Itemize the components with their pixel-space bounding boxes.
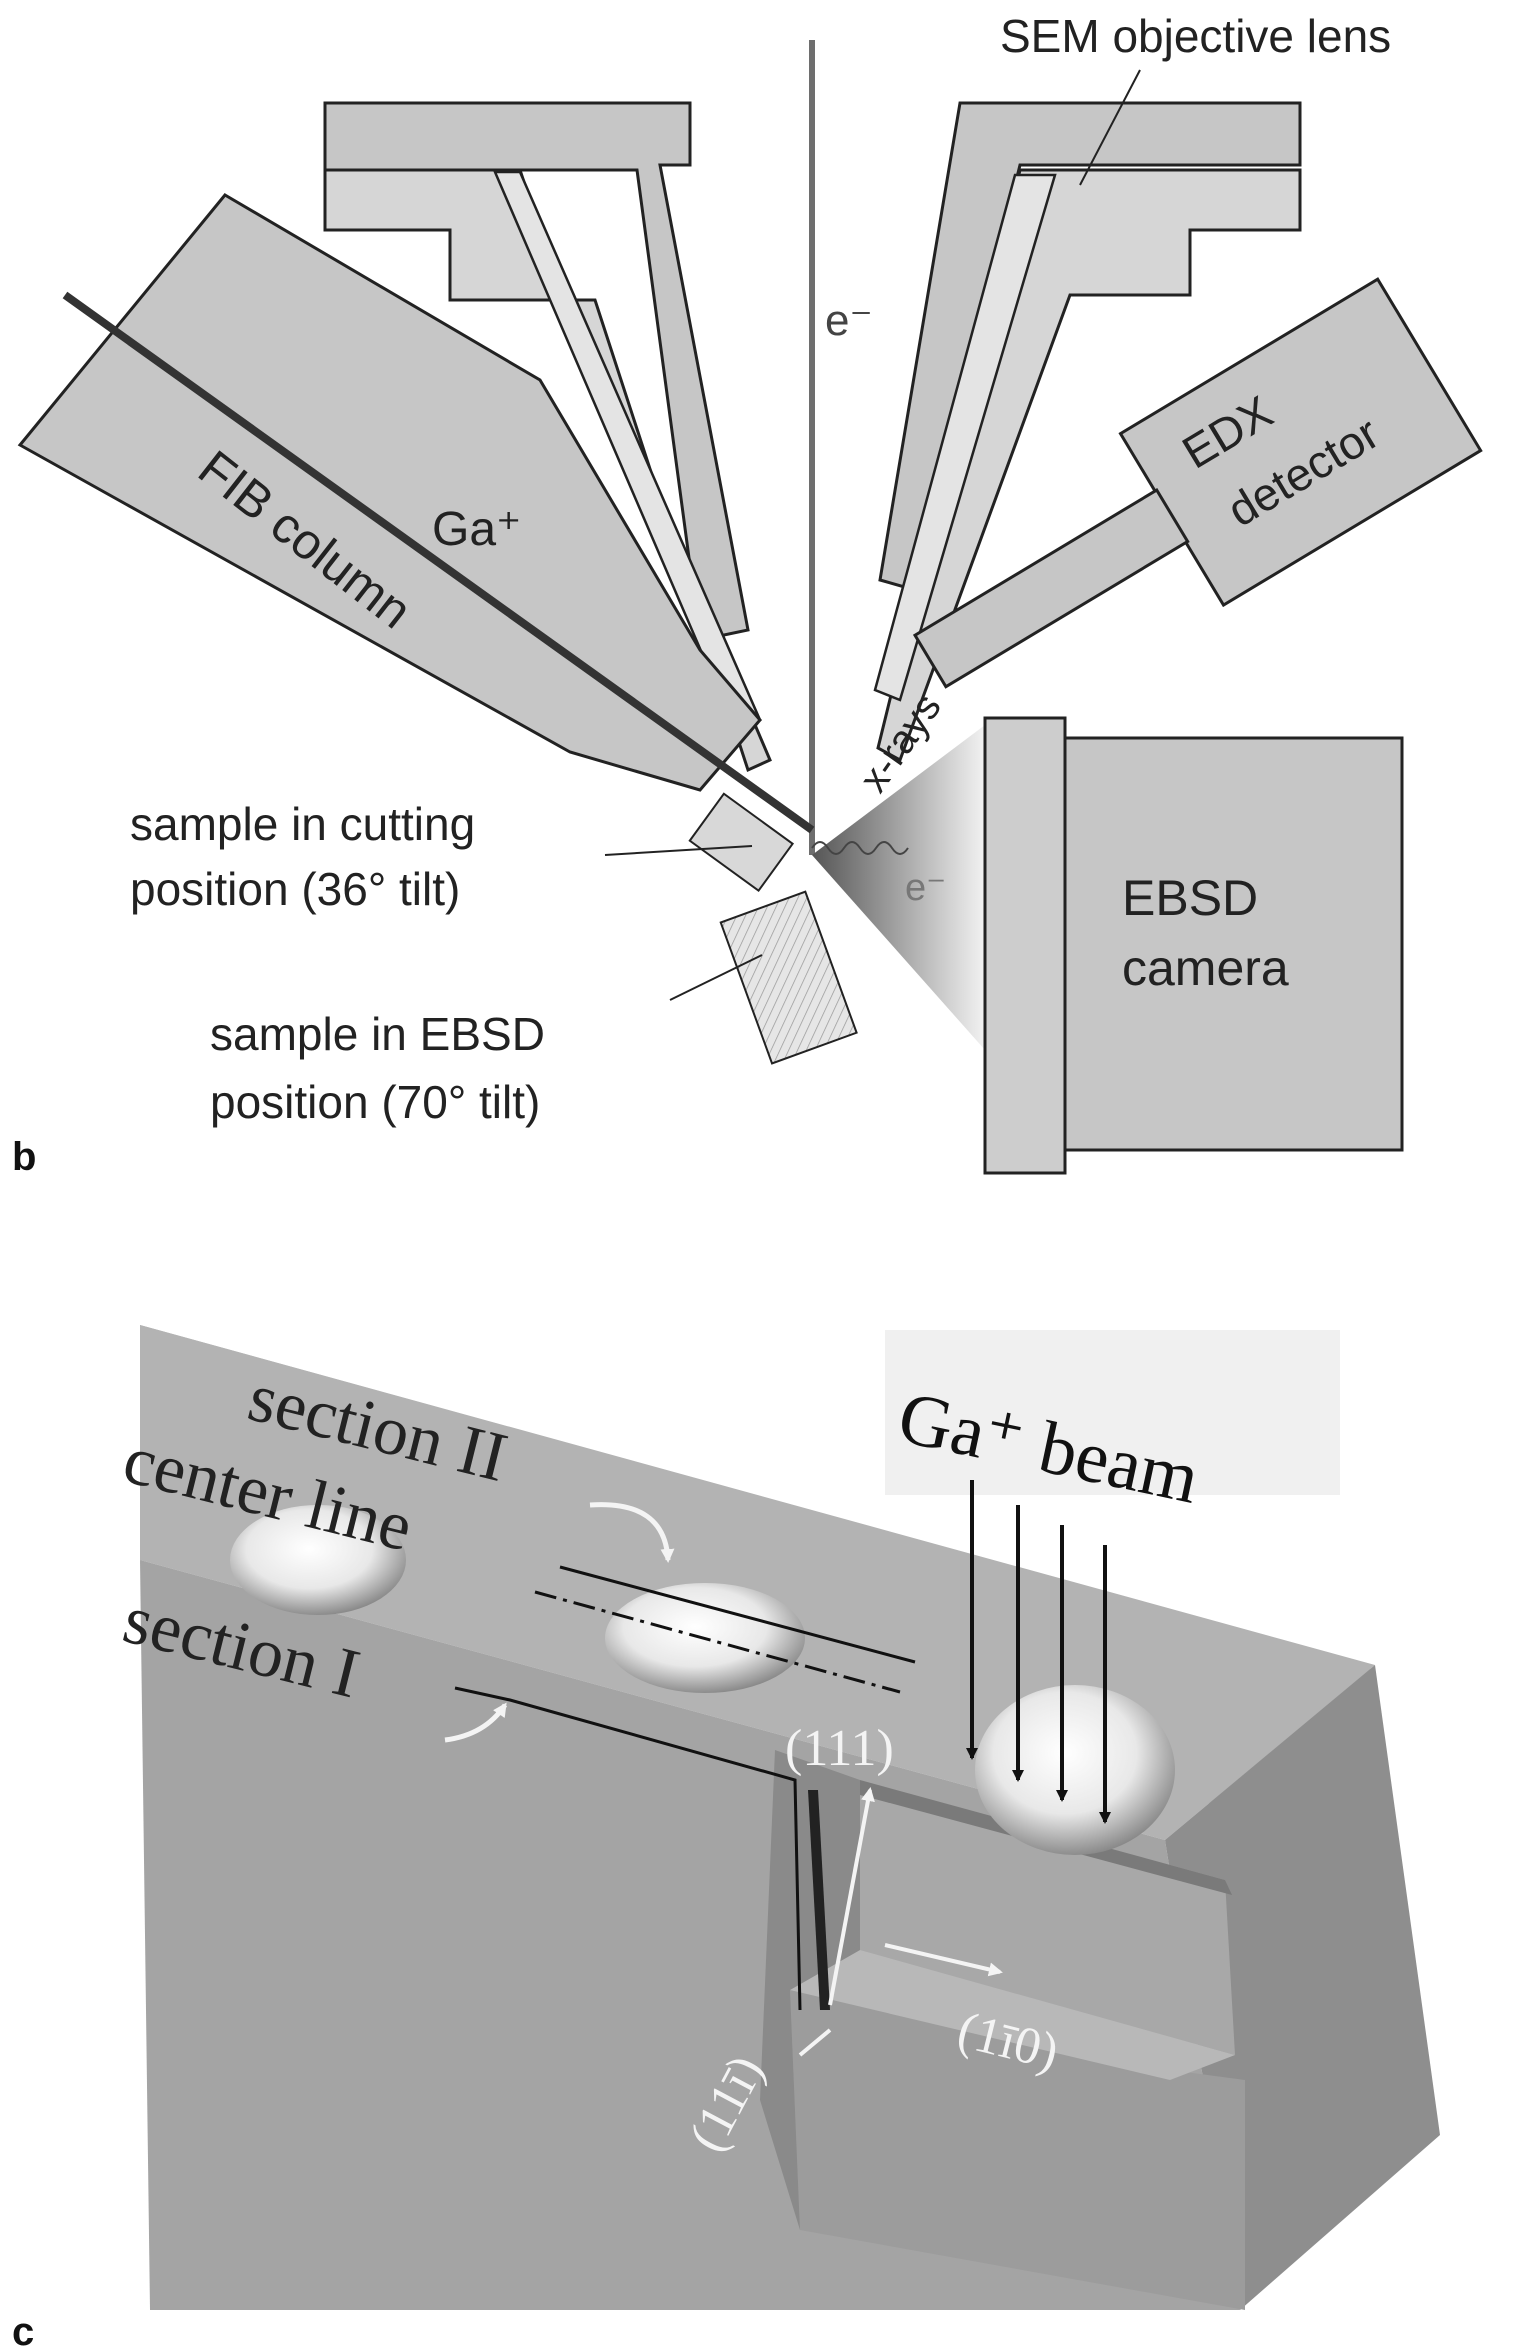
ebsd-position-label-line1: sample in EBSD	[210, 1008, 545, 1060]
sem-lens-leader	[1079, 69, 1141, 186]
fib-column	[17, 193, 762, 792]
section-ii-line	[559, 1565, 916, 1664]
trench-back-ledge	[790, 1950, 1235, 2080]
trench-111-wall	[860, 1780, 1235, 2055]
trench-vertical-gap	[808, 1790, 830, 2010]
dir-1m10-arrow	[884, 1943, 1003, 1977]
cutting-leader	[604, 845, 753, 856]
ebsd-signal-cone	[812, 725, 985, 1050]
electron-label: e⁻	[825, 296, 873, 345]
ebsd-camera-screen	[983, 716, 1067, 1175]
ebsd-camera-body	[1060, 736, 1404, 1152]
ga-ion-beam-line	[62, 291, 815, 834]
ga-ion-label: Ga⁺	[432, 503, 521, 556]
milling-hole-right	[975, 1685, 1175, 1855]
ebsd-pos-leader	[669, 954, 763, 1001]
panel-b-label: b	[12, 1135, 36, 1179]
cutting-position-label-line2: position (36° tilt)	[130, 863, 460, 915]
center-line	[534, 1590, 901, 1694]
panel-b: SEM objective lens e⁻ EDX detector FIB c…	[12, 10, 1483, 1179]
section-i-arrow	[444, 1702, 508, 1743]
dir-111-arrow	[828, 1787, 875, 2006]
milling-hole-left	[230, 1505, 406, 1615]
section-i-line	[454, 1686, 802, 2011]
sem-right-cone-liner	[873, 173, 1057, 702]
ebsd-camera-label-line2: camera	[1122, 940, 1289, 996]
sem-objective-lens-label: SEM objective lens	[1000, 10, 1391, 62]
ebsd-position-label-line2: position (70° tilt)	[210, 1076, 540, 1128]
ebsd-camera-label-line1: EBSD	[1122, 870, 1258, 926]
beam-label-backdrop	[885, 1330, 1340, 1495]
plane-111-label: (111)	[785, 1720, 894, 1777]
panel-c-label: c	[12, 2310, 34, 2351]
backscatter-electron-label: e⁻	[905, 867, 946, 909]
xray-wave	[811, 841, 909, 855]
panel-c: Ga⁺ beam section II center line section …	[12, 1325, 1440, 2351]
trench-left-wall	[760, 1750, 860, 2230]
sample-cutting-position	[688, 792, 795, 893]
sample-ebsd-position	[719, 890, 858, 1065]
sem-right-outer-pole	[878, 101, 1302, 592]
cutting-position-label-line1: sample in cutting	[130, 798, 475, 850]
edx-detector	[912, 277, 1483, 689]
section-ii-arrow	[589, 1502, 675, 1563]
edx-detector-snout	[912, 487, 1190, 689]
dir-11m2-arrow	[798, 2028, 832, 2057]
